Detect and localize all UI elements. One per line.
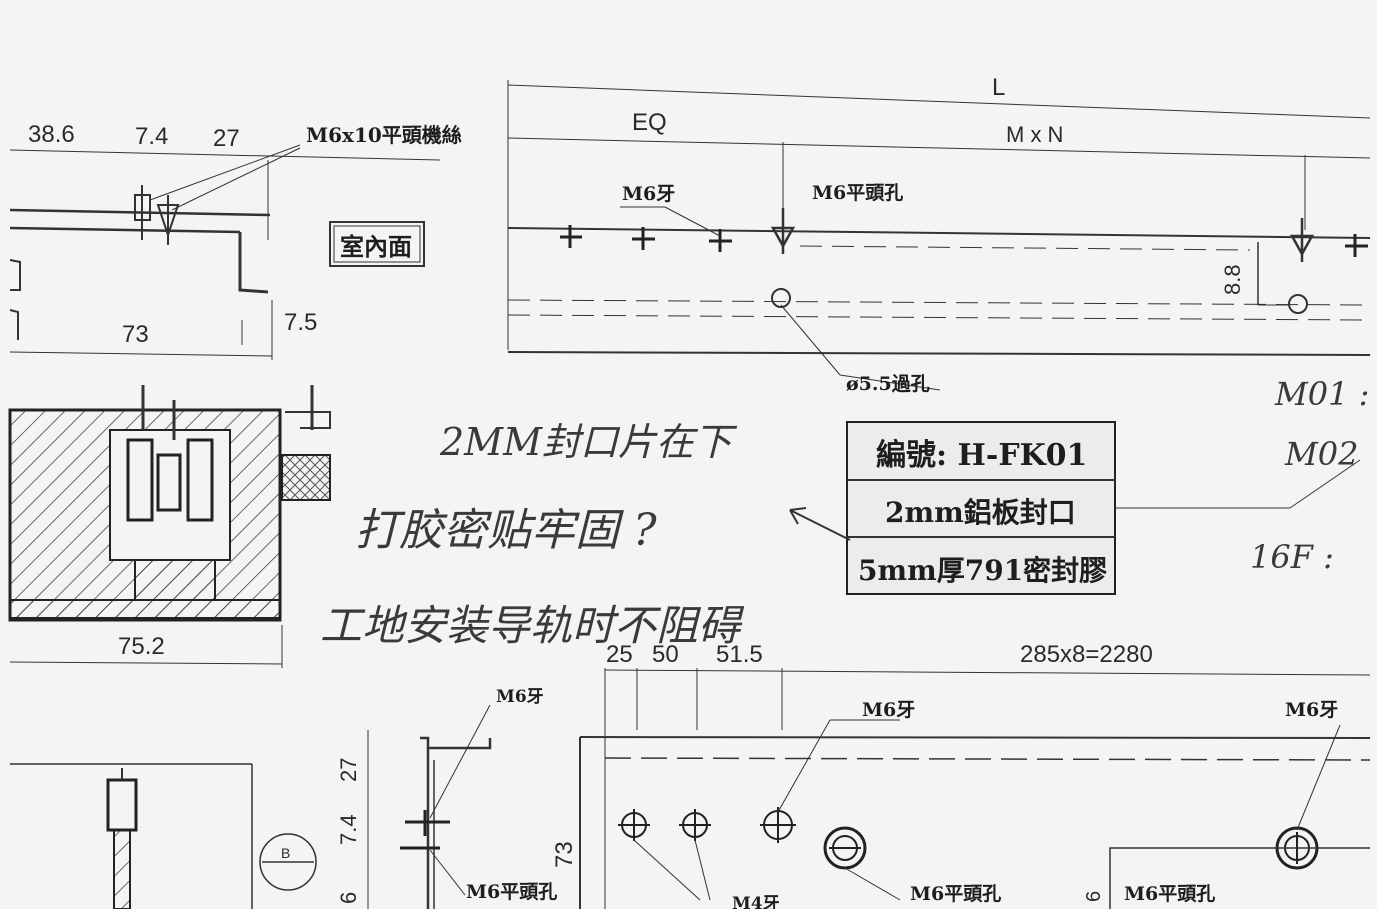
bottom-elevation (579, 668, 1371, 909)
bottom-countersink-label-2: M6平頭孔 (1124, 883, 1215, 905)
rail-spacing-label: M x N (1006, 122, 1063, 147)
handwriting-line-3: 工地安装导轨时不阻碍 (320, 601, 745, 650)
bottom-left-frame (10, 763, 253, 909)
bottom-thread-label-1: M6牙 (862, 699, 915, 721)
bottom-m4-label: M4牙 (732, 894, 780, 909)
bottom-side-profile (367, 704, 492, 909)
spec-line-2: 2mm鋁板封口 (885, 496, 1076, 529)
bottom-small-dim: 6 (1083, 891, 1105, 902)
bottom-height: 73 (551, 841, 578, 868)
dim-73: 73 (122, 321, 149, 348)
bottom-dim-25: 25 (606, 641, 633, 668)
bottom-dim-51-5: 51.5 (716, 641, 763, 668)
handwriting-line-2: 打胶密贴牢固 ? (355, 505, 657, 556)
dim-7-5: 7.5 (284, 309, 317, 336)
through-hole-label: ø5.5過孔 (846, 373, 930, 395)
handwriting-side-2: M02 (1284, 435, 1358, 473)
rail-eq-label: EQ (632, 109, 667, 136)
handwriting-arrow (789, 509, 851, 541)
handwriting-line-1: 2MM封口片在下 (439, 420, 738, 464)
side-dim-7-4: 7.4 (336, 814, 361, 845)
section-view (8, 385, 331, 668)
spec-line-3: 5mm厚791密封膠 (858, 554, 1107, 587)
dim-7-4: 7.4 (135, 123, 168, 150)
handwriting-side-3: 16F : (1250, 538, 1334, 576)
rail-length-label: L (992, 74, 1005, 101)
dim-27: 27 (213, 125, 240, 152)
side-dim-6: 6 (336, 892, 361, 904)
spec-code: 編號: H-FK01 (876, 438, 1087, 473)
rail-countersink-label: M6平頭孔 (812, 182, 903, 204)
section-width: 75.2 (118, 633, 165, 660)
spec-box (846, 421, 1361, 595)
rail-elevation (507, 80, 1371, 391)
bottom-span: 285x8=2280 (1020, 641, 1153, 668)
bottom-thread-label-2: M6牙 (1285, 699, 1338, 721)
section-marker-letter: B (281, 845, 290, 861)
rail-offset-label: 8.8 (1220, 264, 1245, 295)
screw-label: M6x10平頭機絲 (306, 123, 462, 147)
side-dim-27: 27 (336, 758, 361, 782)
bottom-countersink-label-1: M6平頭孔 (910, 883, 1001, 905)
indoor-label: 室內面 (340, 232, 412, 261)
side-thread-label: M6牙 (496, 687, 544, 707)
section-marker (259, 833, 317, 891)
dim-38-6: 38.6 (28, 121, 75, 148)
bottom-dim-50: 50 (652, 641, 679, 668)
top-left-profile (9, 144, 441, 360)
handwriting-side-1: M01 : (1274, 375, 1369, 413)
indoor-label-box (329, 221, 425, 267)
side-countersink-label: M6平頭孔 (466, 881, 557, 903)
rail-thread-label: M6牙 (622, 183, 675, 205)
